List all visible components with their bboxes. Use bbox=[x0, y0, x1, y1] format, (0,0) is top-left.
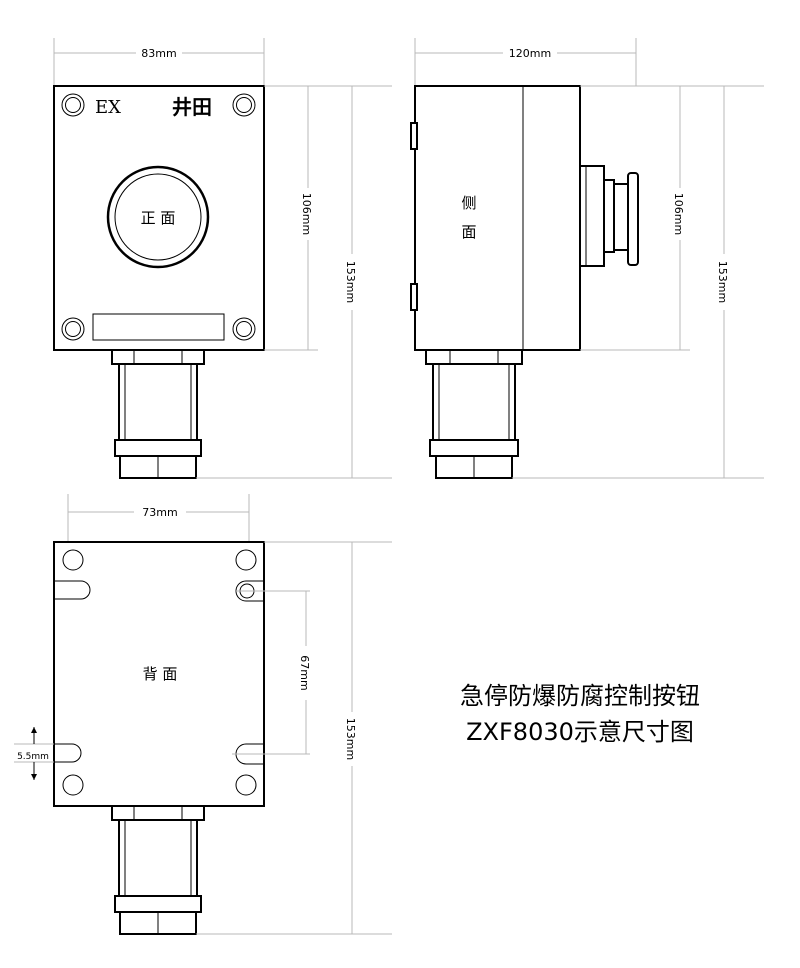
back-width-label: 73mm bbox=[142, 506, 177, 519]
front-corner-screw bbox=[232, 317, 256, 341]
mounting-slot bbox=[54, 580, 91, 600]
mounting-hole bbox=[62, 774, 84, 796]
side-cable-gland bbox=[425, 349, 523, 479]
front-enclosure bbox=[53, 85, 265, 351]
hinge bbox=[410, 122, 418, 150]
back-cable-gland bbox=[111, 805, 205, 935]
front-width-dimension: 83mm bbox=[53, 38, 265, 86]
front-width-label: 83mm bbox=[141, 47, 176, 60]
drawing-subtitle: ZXF8030示意尺寸图 bbox=[466, 718, 694, 746]
side-view-label-top: 侧 bbox=[461, 194, 476, 212]
front-view-label: 正 面 bbox=[141, 209, 176, 227]
front-total-height-dimension: 153mm bbox=[196, 85, 392, 479]
front-view: 83mm EX 井田 正 面 bbox=[53, 38, 392, 479]
side-total-height-dimension: 153mm bbox=[512, 85, 764, 479]
side-total-height-label: 153mm bbox=[716, 261, 729, 303]
front-corner-screw bbox=[232, 93, 256, 117]
button-profile bbox=[579, 165, 639, 267]
side-body-height-dimension: 106mm bbox=[580, 85, 690, 351]
side-width-label: 120mm bbox=[509, 47, 551, 60]
back-total-height-dimension: 153mm bbox=[196, 541, 392, 935]
brand-name: 井田 bbox=[172, 95, 212, 119]
side-width-dimension: 120mm bbox=[414, 38, 637, 86]
side-view-label-bottom: 面 bbox=[461, 223, 476, 241]
front-corner-screw bbox=[61, 317, 85, 341]
emergency-stop-button: 正 面 bbox=[106, 165, 210, 269]
back-view: 73mm 背 面 67mm bbox=[14, 494, 392, 935]
front-cable-gland bbox=[111, 349, 205, 479]
mounting-slot bbox=[54, 743, 82, 763]
side-view: 120mm 侧 面 bbox=[410, 38, 764, 479]
front-body-height-label: 106mm bbox=[300, 193, 313, 235]
slot-width-label: 5.5mm bbox=[17, 752, 49, 762]
hinge bbox=[410, 283, 418, 311]
back-view-label: 背 面 bbox=[143, 665, 178, 683]
side-body-height-label: 106mm bbox=[672, 193, 685, 235]
back-width-dimension: 73mm bbox=[67, 494, 250, 542]
ex-mark: EX bbox=[95, 97, 121, 118]
drawing-title: 急停防爆防腐控制按钮 bbox=[460, 682, 700, 710]
front-corner-screw bbox=[61, 93, 85, 117]
mounting-hole bbox=[235, 549, 257, 571]
front-body-height-dimension: 106mm bbox=[264, 85, 318, 351]
hole-spacing-dimension: 67mm bbox=[232, 590, 311, 755]
hole-spacing-label: 67mm bbox=[298, 655, 311, 690]
side-enclosure bbox=[414, 85, 581, 351]
mounting-hole bbox=[235, 774, 257, 796]
slot-width-dimension: 5.5mm bbox=[14, 727, 54, 780]
mounting-hole bbox=[62, 549, 84, 571]
back-total-height-label: 153mm bbox=[344, 718, 357, 760]
nameplate bbox=[92, 313, 225, 341]
front-total-height-label: 153mm bbox=[344, 261, 357, 303]
